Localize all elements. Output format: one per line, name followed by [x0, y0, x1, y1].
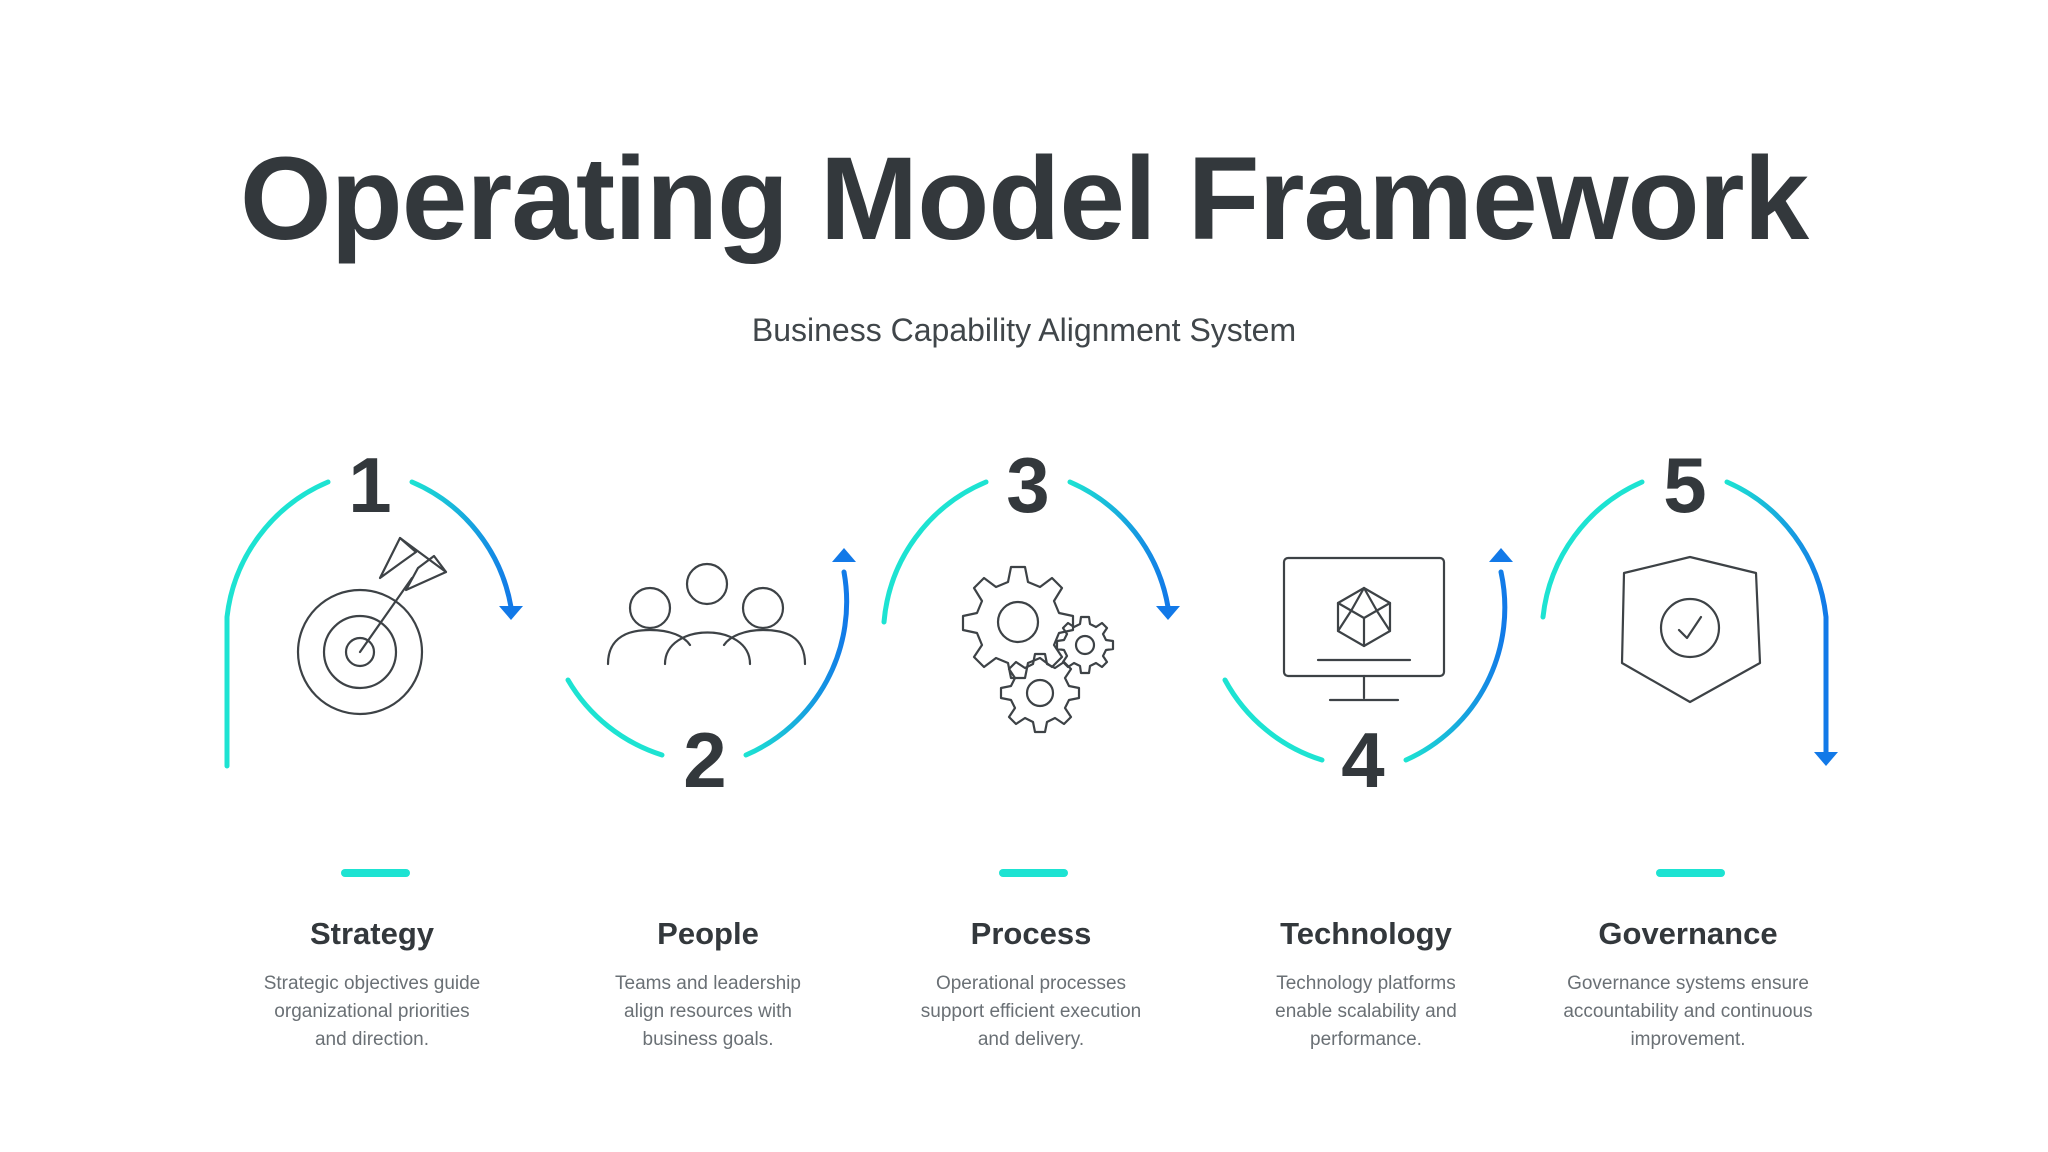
page-subtitle: Business Capability Alignment System [751, 312, 1297, 348]
step-desc-people: Teams and leadership align resources wit… [615, 973, 801, 1050]
step-label-process: Process [970, 916, 1092, 951]
arc-step-3 [881, 479, 1180, 625]
step-desc-technology: Technology platforms enable scalability … [1275, 973, 1457, 1050]
step-number-3: 3 [1006, 441, 1049, 529]
page-title: Operating Model Framework [239, 133, 1809, 265]
step-number-4: 4 [1341, 716, 1384, 804]
step-number-2: 2 [683, 716, 726, 804]
target-icon [296, 536, 448, 716]
step-label-people: People [657, 916, 759, 951]
arc-step-1 [224, 479, 523, 769]
step-number-1: 1 [348, 441, 391, 529]
shield-check-icon [1620, 555, 1762, 704]
step-desc-governance: Governance systems ensure accountability… [1563, 973, 1813, 1050]
arc-step-2 [565, 548, 856, 758]
step-number-5: 5 [1663, 441, 1706, 529]
step-desc-strategy: Strategic objectives guide organizationa… [263, 973, 481, 1050]
people-icon [606, 562, 807, 666]
step-desc-process: Operational processes support efficient … [920, 973, 1142, 1050]
arc-step-4 [1222, 548, 1513, 763]
step-label-governance: Governance [1598, 916, 1778, 951]
monitor-icon [1282, 556, 1446, 702]
step-label-technology: Technology [1280, 916, 1452, 951]
gears-icon [961, 565, 1115, 734]
arc-step-5 [1540, 479, 1838, 766]
step-label-strategy: Strategy [309, 916, 435, 951]
